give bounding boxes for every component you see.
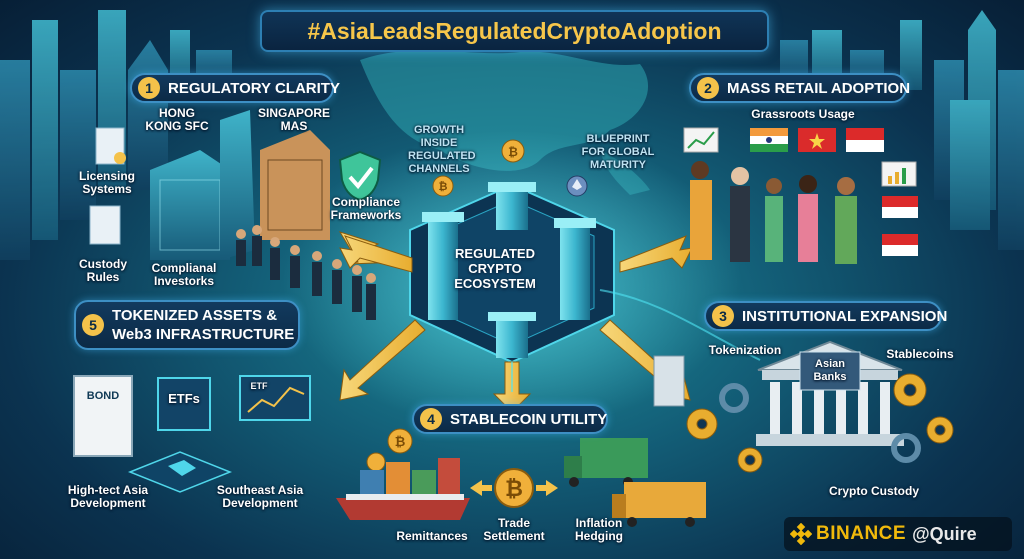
cargo-ship	[336, 458, 470, 520]
label-licensing-systems: Licensing Systems	[78, 169, 135, 196]
vietnam-flag-icon	[798, 128, 836, 152]
svg-text:₿: ₿	[395, 434, 406, 449]
section-regulatory-clarity: 1 REGULATORY CLARITY	[130, 73, 340, 103]
center-label: REGULATED CRYPTO ECOSYSTEM	[454, 246, 536, 291]
binance-logo-icon	[790, 523, 812, 545]
label-singapore-mas: SINGAPORE MAS	[257, 106, 330, 133]
flags	[750, 128, 918, 256]
page-title: #AsiaLeadsRegulatedCryptoAdoption	[260, 10, 769, 52]
section-label-line1: TOKENIZED ASSETS &	[112, 307, 278, 324]
label-bond: BOND	[86, 390, 120, 402]
section-label: INSTITUTIONAL EXPANSION	[742, 307, 948, 325]
label-remittances: Remittances	[396, 529, 468, 543]
section-institutional-expansion: 3 INSTITUTIONAL EXPANSION	[704, 301, 947, 331]
brand-handle: @Quire	[912, 523, 977, 544]
section-mass-retail-adoption: 2 MASS RETAIL ADOPTION	[689, 73, 911, 103]
trucks	[564, 438, 706, 527]
india-flag-icon	[750, 128, 788, 152]
binance-square-watermark: BINANCE @Quire	[784, 517, 1012, 551]
label-southeast-asia: Southeast Asia Development	[216, 483, 304, 510]
indonesia-flag-icon	[882, 234, 918, 256]
label-etf: ETF	[250, 381, 268, 391]
label-tokenization: Tokenization	[708, 343, 782, 357]
svg-text:₿: ₿	[505, 476, 523, 501]
label-hong-kong-sfc: HONG KONG SFC	[145, 106, 209, 133]
section-label: MASS RETAIL ADOPTION	[727, 79, 911, 97]
section-number: 3	[712, 305, 734, 327]
indonesia-flag-icon	[882, 196, 918, 218]
label-inflation-hedging: Inflation Hedging	[575, 516, 623, 543]
coins: ₿ ₿ ₿ ₿	[366, 139, 588, 508]
label-blueprint: BLUEPRINT FOR GLOBAL MATURITY	[581, 133, 655, 171]
etf-panel	[157, 377, 211, 431]
shield-check-icon	[338, 150, 382, 202]
server-rack	[653, 355, 685, 407]
section-label-line2: Web3 INFRASTRUCTURE	[112, 326, 295, 343]
label-etfs: ETFs	[168, 391, 200, 406]
svg-text:₿: ₿	[439, 181, 448, 193]
section-number: 5	[82, 314, 104, 336]
label-hightech-asia: High-tect Asia Development	[67, 483, 149, 510]
label-investors: Complianal Investorks	[151, 261, 217, 288]
section-stablecoin-utility: 4 STABLECOIN UTILITY	[412, 404, 608, 434]
pillars	[422, 182, 596, 358]
bond-document	[73, 375, 133, 457]
gear-gray-icon	[719, 383, 749, 413]
label-crypto-custody: Crypto Custody	[829, 484, 919, 498]
skyline-right	[780, 10, 1024, 250]
gear-icons	[686, 373, 954, 473]
label-stablecoins: Stablecoins	[886, 347, 954, 361]
etf-chart-screen	[239, 375, 311, 421]
section-number: 1	[138, 77, 160, 99]
brand-name: BINANCE	[816, 523, 907, 544]
section-number: 4	[420, 408, 442, 430]
indonesia-flag-icon	[846, 128, 884, 152]
label-trade-settlement: Trade Settlement	[483, 516, 545, 543]
section-label: STABLECOIN UTILITY	[450, 410, 608, 428]
label-compliance-frameworks: Compliance Frameworks	[330, 195, 402, 222]
gear-gray-icon	[891, 433, 921, 463]
label-growth: GROWTH INSIDE REGULATED CHANNELS	[408, 124, 476, 175]
regulator-buildings	[150, 110, 330, 260]
section-tokenized-assets: 5 TOKENIZED ASSETS & Web3 INFRASTRUCTURE	[74, 300, 300, 350]
bank-building	[756, 340, 904, 446]
tokenized-assets	[73, 375, 311, 493]
section-number: 2	[697, 77, 719, 99]
investor-figures	[236, 225, 376, 320]
label-asian-banks: Asian Banks	[813, 358, 847, 383]
label-grassroots-usage: Grassroots Usage	[751, 107, 855, 121]
svg-text:₿: ₿	[508, 145, 518, 159]
section-label: REGULATORY CLARITY	[168, 79, 340, 97]
retail-people	[690, 161, 857, 264]
label-custody-rules: Custody Rules	[79, 257, 127, 284]
